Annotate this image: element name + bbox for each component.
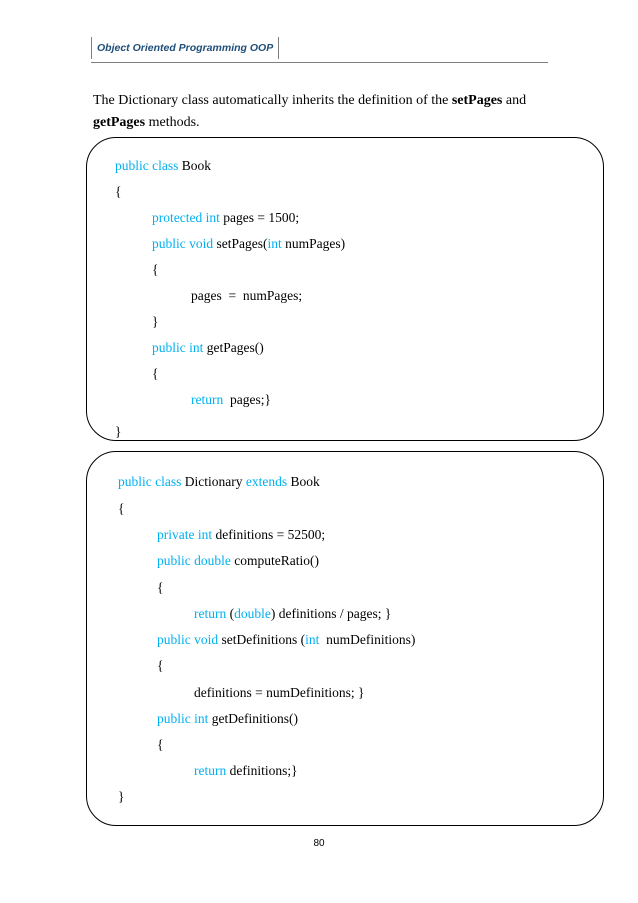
code-line: public double computeRatio() [157,553,319,569]
code-text: definitions = 52500; [215,527,326,542]
code-keyword: public void [157,632,222,647]
code-text: { [115,184,122,199]
code-text: setDefinitions ( [221,632,306,647]
header-rule [91,62,548,63]
code-text: ( [229,606,235,621]
code-line: return pages;} [191,392,271,408]
code-line: { [152,262,158,278]
code-keyword: public class [115,158,182,173]
code-text: ) definitions / pages; } [270,606,392,621]
code-keyword: return [191,392,230,407]
code-text: definitions;} [229,763,298,778]
code-line: public int getDefinitions() [157,711,298,727]
code-text: pages = numPages; [191,288,303,303]
code-text: pages = 1500; [223,210,300,225]
code-keyword: extends [245,474,291,489]
code-line: { [118,501,124,517]
code-line: { [157,658,163,674]
code-line: public class Dictionary extends Book [118,474,320,490]
code-line: return (double) definitions / pages; } [194,606,391,622]
code-text: getPages() [206,340,264,355]
intro-paragraph: The Dictionary class automatically inher… [93,90,553,134]
intro-getpages: getPages [93,115,146,130]
code-line: protected int pages = 1500; [152,210,299,226]
code-keyword: int [267,236,286,251]
code-text: Book [181,158,212,173]
code-keyword: public double [157,553,235,568]
code-keyword: public void [152,236,217,251]
code-line: public void setPages(int numPages) [152,236,345,252]
intro-text-3: methods. [145,115,200,130]
code-text: setPages( [216,236,268,251]
code-keyword: return [194,763,230,778]
code-keyword: return [194,606,230,621]
code-text: } [152,314,159,329]
intro-setpages: setPages [451,93,503,108]
code-line: return definitions;} [194,763,298,779]
code-line: public void setDefinitions (int numDefin… [157,632,415,648]
code-line: } [115,424,121,440]
code-text: Dictionary [184,474,246,489]
code-line: } [118,789,124,805]
dictionary-code-box: public class Dictionary extends Book { p… [86,451,604,826]
running-header: Object Oriented Programming OOP [91,37,280,59]
code-text: { [157,658,164,673]
code-line: } [152,314,158,330]
code-text: numDefinitions) [326,632,416,647]
code-text: definitions = numDefinitions; } [194,685,365,700]
intro-text-2: and [502,93,527,108]
page-number: 80 [313,838,325,849]
code-line: definitions = numDefinitions; } [194,685,364,701]
code-text: getDefinitions() [211,711,298,726]
code-text: pages;} [229,392,271,407]
code-line: { [157,580,163,596]
code-line: private int definitions = 52500; [157,527,325,543]
code-text: numPages) [285,236,346,251]
code-text: { [152,262,159,277]
code-keyword: protected int [152,210,224,225]
code-line: public class Book [115,158,211,174]
code-text: { [157,580,164,595]
code-text: Book [290,474,320,489]
code-keyword: public int [152,340,207,355]
code-keyword: int [305,632,327,647]
code-text: { [152,366,159,381]
code-keyword: public int [157,711,212,726]
code-text: computeRatio() [234,553,319,568]
code-text: } [115,424,122,439]
code-line: pages = numPages; [191,288,302,304]
code-keyword: private int [157,527,216,542]
intro-text-1: The Dictionary class automatically inher… [93,93,452,108]
code-text: { [157,737,164,752]
code-keyword: double [234,606,271,621]
header-title: Object Oriented Programming OOP [97,42,274,54]
code-keyword: public class [118,474,185,489]
code-text: { [118,501,125,516]
code-line: public int getPages() [152,340,264,356]
code-line: { [115,184,121,200]
code-line: { [152,366,158,382]
book-code-box: public class Book { protected int pages … [86,137,604,441]
code-text: } [118,789,125,804]
code-line: { [157,737,163,753]
